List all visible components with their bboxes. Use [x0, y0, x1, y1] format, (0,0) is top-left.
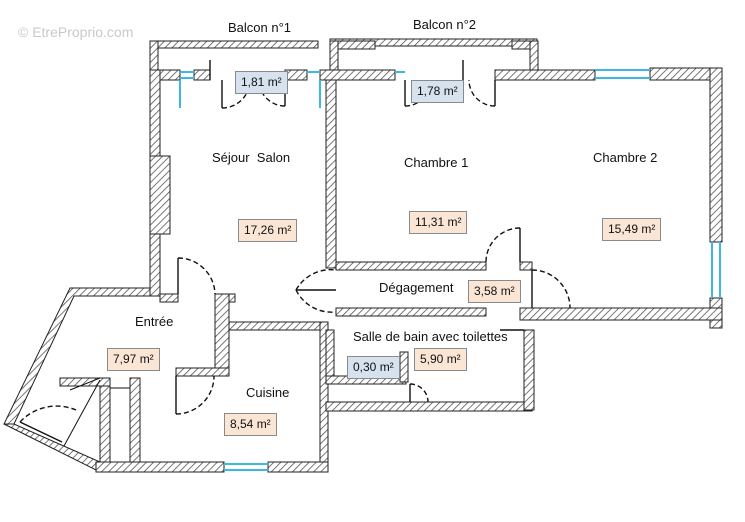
- sdb-label: Salle de bain avec toilettes: [353, 329, 508, 344]
- sdb-area: 5,90 m²: [414, 348, 467, 371]
- chambre1-label: Chambre 1: [404, 155, 469, 170]
- cuisine-label: Cuisine: [246, 385, 290, 400]
- chambre2-label: Chambre 2: [593, 150, 658, 165]
- balcon2-label: Balcon n°2: [413, 17, 477, 32]
- balcon2-area: 1,78 m²: [411, 80, 464, 103]
- windows: [179, 69, 721, 471]
- sejour-area: 17,26 m²: [238, 219, 298, 242]
- entree-label: Entrée: [135, 314, 174, 329]
- watermark: © EtreProprio.com: [18, 24, 134, 40]
- sejour-label: Séjour Salon: [212, 150, 291, 165]
- chambre2-area: 15,49 m²: [602, 218, 662, 241]
- interior-lines: [63, 377, 130, 447]
- degagement-area: 3,58 m²: [468, 280, 521, 303]
- walls: [3, 38, 723, 473]
- entree-area: 7,97 m²: [107, 348, 160, 371]
- balcon1-rail: [149, 40, 319, 49]
- balcon1-label: Balcon n°1: [228, 20, 292, 35]
- placard-area: 0,30 m²: [347, 356, 400, 379]
- cuisine-area: 8,54 m²: [224, 413, 277, 436]
- chambre1-area: 11,31 m²: [409, 211, 468, 234]
- degagement-label: Dégagement: [379, 280, 454, 295]
- balcon1-area: 1,81 m²: [235, 71, 288, 94]
